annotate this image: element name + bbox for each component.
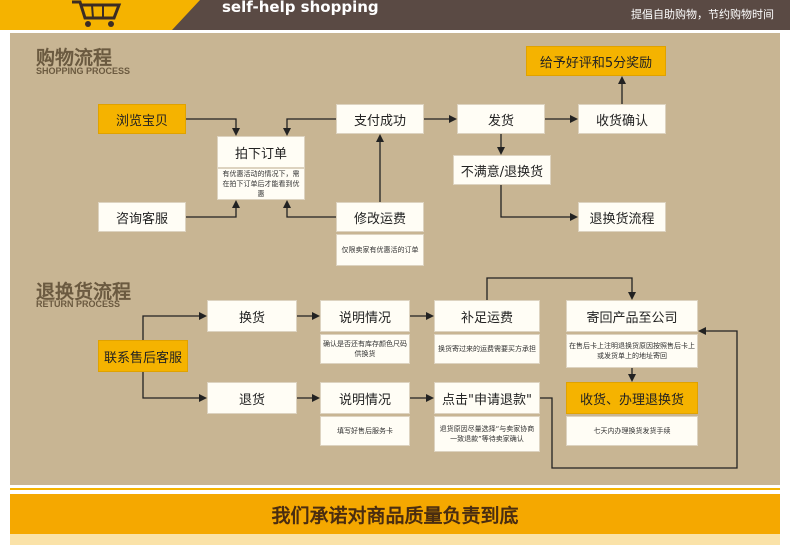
step-consult: 咨询客服 [98,202,186,232]
step-order: 拍下订单 [217,136,305,168]
step-apply-refund: 点击"申请退款" [434,382,540,414]
arrow-contact-refund [142,372,207,402]
receive-note: 七天内办理换货发货手续 [566,416,698,446]
arrow-browse-order [186,118,240,136]
explain-refund-note: 填写好售后服务卡 [320,416,410,446]
returns-subtitle: RETURN PROCESS [36,299,121,309]
step-unsatisfied: 不满意/退换货 [453,155,551,185]
step-paid: 支付成功 [336,104,424,134]
step-send-back: 寄回产品至公司 [566,300,698,332]
step-explain-refund: 说明情况 [320,382,410,414]
send-back-note: 在售后卡上注明退换货原因按照售后卡上或发货单上的地址寄回 [566,334,698,368]
quality-promise-banner: 我们承诺对商品质量负责到底 [10,494,780,534]
modify-note: 仅限卖家有优惠活的订单 [336,234,424,266]
arrow-unsatisfied-returnflow [500,185,578,221]
arrow-modify-order [283,200,336,218]
arrow-payship-sendback [486,277,636,300]
pay-shipping-note: 换货寄过来的运费需要买方承担 [434,334,540,364]
shopping-cart-icon [72,0,122,27]
step-return-flow: 退换货流程 [578,202,666,232]
header-bar: self-help shopping 提倡自助购物，节约购物时间 [0,0,790,30]
arrow-applyrefund-sendback [540,327,738,469]
explain-exchange-note: 确认是否还有库存颜色尺码供换货 [320,334,410,364]
footer-strip [10,534,780,545]
order-note: 有优惠活动的情况下，需在拍下订单后才能看到优惠 [217,168,305,200]
step-confirm: 收货确认 [578,104,666,134]
returns-title: 退换货流程 [36,281,132,303]
step-explain-exchange: 说明情况 [320,300,410,332]
step-contact-service: 联系售后客服 [98,340,188,372]
apply-refund-note: 退货原因尽量选择“与卖家协商一致退款”等待卖家确认 [434,416,540,452]
step-modify-shipping: 修改运费 [336,202,424,232]
step-pay-shipping: 补足运费 [434,300,540,332]
arrow-consult-order [186,200,240,218]
step-review: 给予好评和5分奖励 [526,46,666,76]
step-ship: 发货 [457,104,545,134]
step-refund: 退货 [207,382,297,414]
header-accent [0,0,200,30]
step-exchange: 换货 [207,300,297,332]
arrow-paid-order [283,118,336,136]
header-slogan: 提倡自助购物，节约购物时间 [631,8,774,21]
step-browse: 浏览宝贝 [98,104,186,134]
footer-separator [10,488,780,490]
step-receive: 收货、办理退换货 [566,382,698,414]
shopping-subtitle: SHOPPING PROCESS [36,66,131,76]
arrow-contact-exchange [142,312,207,340]
header-title: self-help shopping [222,0,379,16]
shopping-title: 购物流程 [36,47,113,69]
